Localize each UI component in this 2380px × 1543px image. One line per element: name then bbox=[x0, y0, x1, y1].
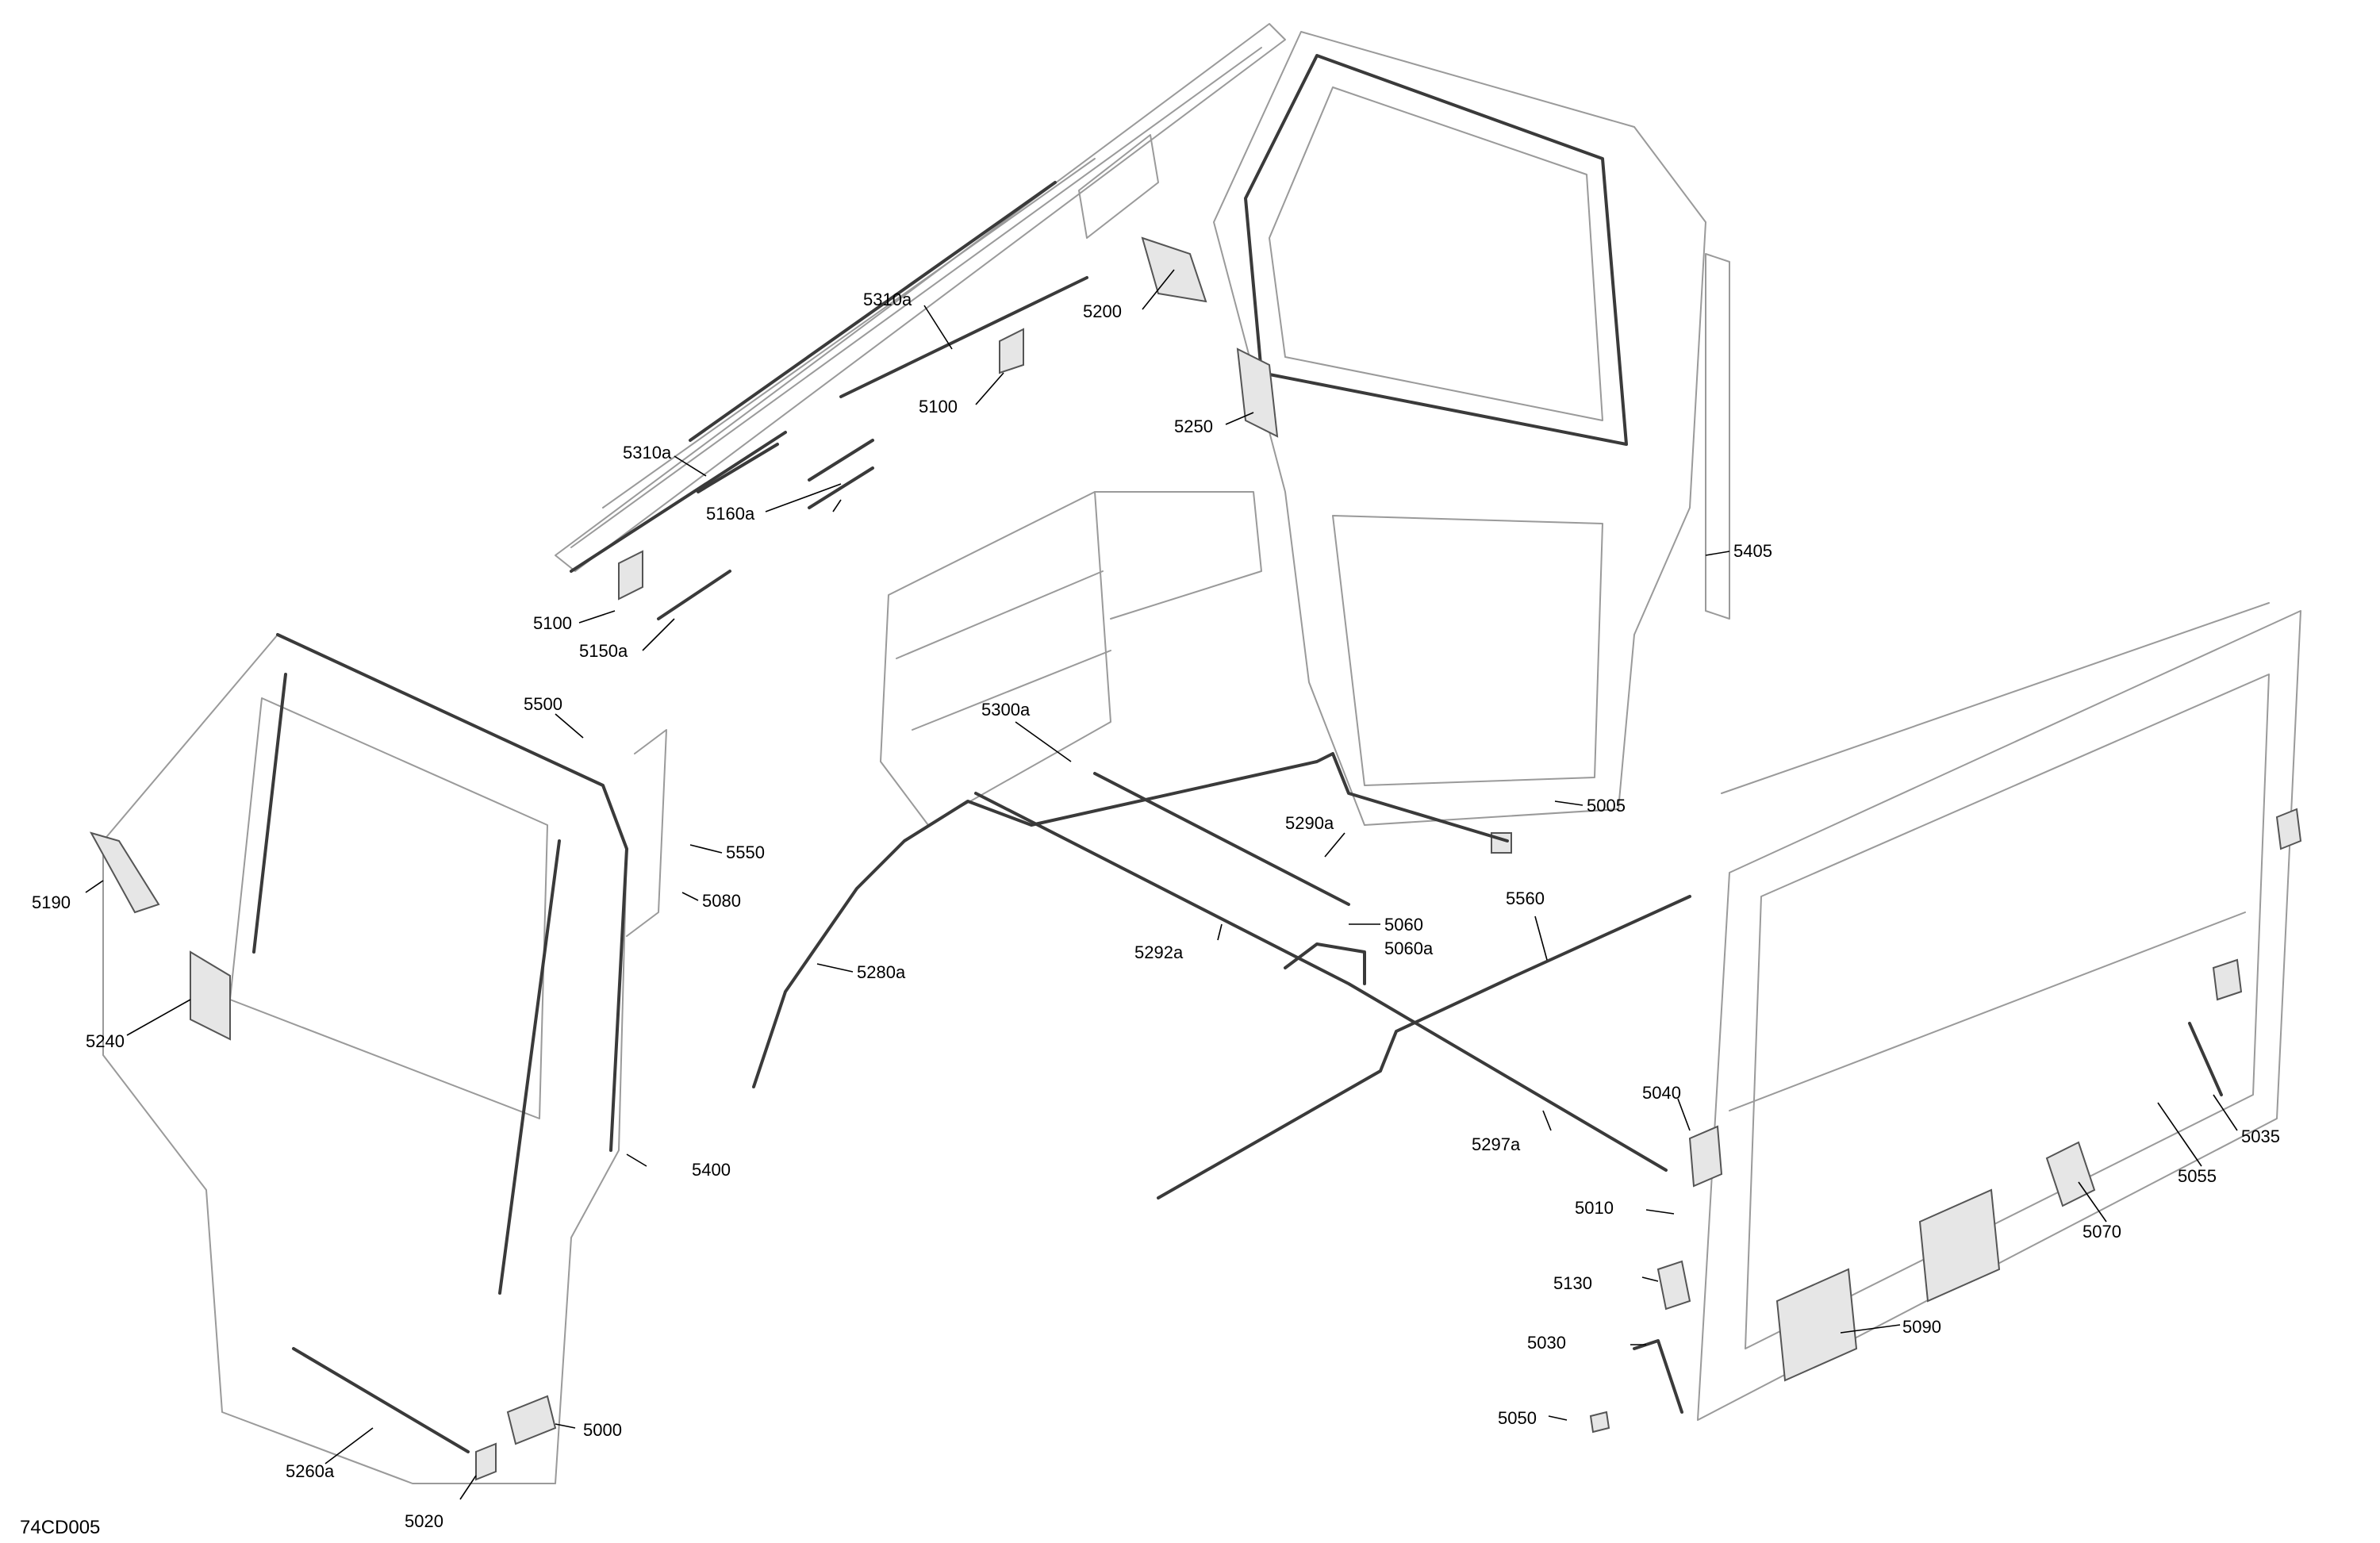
callout-5290a: 5290a bbox=[1285, 813, 1334, 833]
callout-5060a: 5060a bbox=[1384, 938, 1434, 958]
callout-5040: 5040 bbox=[1642, 1083, 1681, 1103]
left-door-assembly bbox=[89, 633, 667, 1484]
callout-5090: 5090 bbox=[1902, 1317, 1941, 1337]
callout-5292a: 5292a bbox=[1134, 942, 1184, 962]
rods-and-cables bbox=[752, 752, 1691, 1199]
callout-5060: 5060 bbox=[1384, 915, 1423, 935]
leader-lines bbox=[85, 269, 2238, 1500]
callout-5100-upper: 5100 bbox=[919, 397, 958, 416]
rear-panel-assembly bbox=[1589, 602, 2302, 1434]
callout-5250: 5250 bbox=[1174, 416, 1213, 436]
callout-5190: 5190 bbox=[32, 892, 71, 912]
callout-5020: 5020 bbox=[405, 1511, 443, 1531]
callout-5260a: 5260a bbox=[286, 1461, 335, 1481]
callout-labels: 5310a 5200 5100 5250 5310a 5160a 5100 51… bbox=[32, 290, 2280, 1531]
callout-5010: 5010 bbox=[1575, 1198, 1614, 1218]
callout-5150a: 5150a bbox=[579, 641, 628, 661]
callout-5005: 5005 bbox=[1587, 796, 1626, 816]
callout-5500: 5500 bbox=[524, 694, 562, 714]
callout-5310a-upper: 5310a bbox=[863, 290, 912, 309]
callout-5560: 5560 bbox=[1506, 889, 1545, 908]
callout-5030: 5030 bbox=[1527, 1333, 1566, 1353]
callout-5405: 5405 bbox=[1733, 541, 1772, 561]
right-door-assembly bbox=[1141, 31, 1730, 854]
callout-5100-lower: 5100 bbox=[533, 613, 572, 633]
callout-5050: 5050 bbox=[1498, 1408, 1537, 1428]
callout-5055: 5055 bbox=[2178, 1166, 2217, 1186]
roof-frame-assembly bbox=[555, 23, 1286, 620]
callout-5130: 5130 bbox=[1553, 1273, 1592, 1293]
callout-5550: 5550 bbox=[726, 843, 765, 862]
callout-5070: 5070 bbox=[2082, 1222, 2121, 1242]
callout-5000: 5000 bbox=[583, 1420, 622, 1440]
callout-5200: 5200 bbox=[1083, 301, 1122, 321]
callout-5297a: 5297a bbox=[1472, 1134, 1521, 1154]
callout-5310a-lower: 5310a bbox=[623, 443, 672, 463]
dash-console-assembly bbox=[880, 491, 1262, 826]
callout-5240: 5240 bbox=[86, 1031, 125, 1051]
callout-5400: 5400 bbox=[692, 1160, 731, 1180]
diagram-code: 74CD005 bbox=[20, 1517, 100, 1538]
callout-5300a: 5300a bbox=[981, 700, 1031, 720]
callout-5160a: 5160a bbox=[706, 504, 755, 524]
callout-5280a: 5280a bbox=[857, 962, 906, 982]
callout-5035: 5035 bbox=[2241, 1127, 2280, 1146]
callout-5080: 5080 bbox=[702, 891, 741, 911]
